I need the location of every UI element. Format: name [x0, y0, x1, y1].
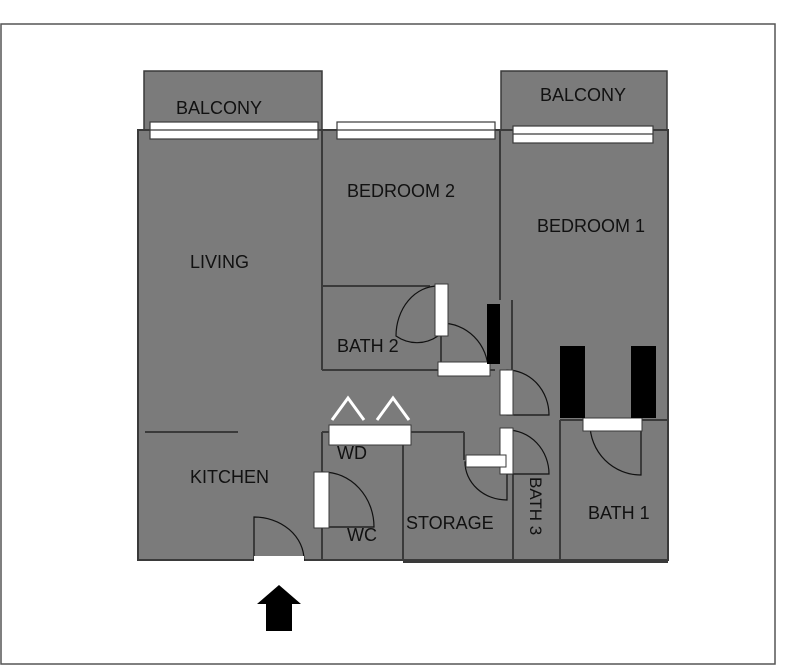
- column-1: [487, 304, 500, 364]
- bath2-door-swing: [395, 285, 439, 344]
- label-bath-1: BATH 1: [588, 503, 650, 523]
- entrance-arrow-icon: [257, 585, 301, 631]
- wd-closet-doors: [330, 395, 411, 421]
- column-2: [560, 346, 585, 418]
- column-3: [631, 346, 656, 418]
- label-bath-3: BATH 3: [526, 477, 545, 535]
- wc-door-swing: [322, 471, 375, 528]
- label-bedroom-2: BEDROOM 2: [347, 181, 455, 201]
- label-wd: WD: [337, 443, 367, 463]
- windows: [149, 121, 654, 144]
- bath1-door-swing: [589, 423, 642, 476]
- label-bath-2: BATH 2: [337, 336, 399, 356]
- label-living: LIVING: [190, 252, 249, 272]
- label-kitchen: KITCHEN: [190, 467, 269, 487]
- balcony-right: [500, 70, 668, 132]
- label-balcony-left: BALCONY: [176, 98, 262, 118]
- bath3-door-swing: [506, 429, 550, 475]
- label-storage: STORAGE: [406, 513, 494, 533]
- columns: [487, 304, 656, 418]
- label-bedroom-1: BEDROOM 1: [537, 216, 645, 236]
- storage-door-swing: [464, 461, 508, 501]
- balcony-left: [143, 70, 323, 132]
- door-leaves: [254, 283, 643, 562]
- entry-door-swing: [253, 516, 305, 561]
- bedroom1-door-swing: [506, 369, 550, 416]
- label-wc: WC: [347, 525, 377, 545]
- door-swings: [253, 285, 642, 561]
- label-balcony-right: BALCONY: [540, 85, 626, 105]
